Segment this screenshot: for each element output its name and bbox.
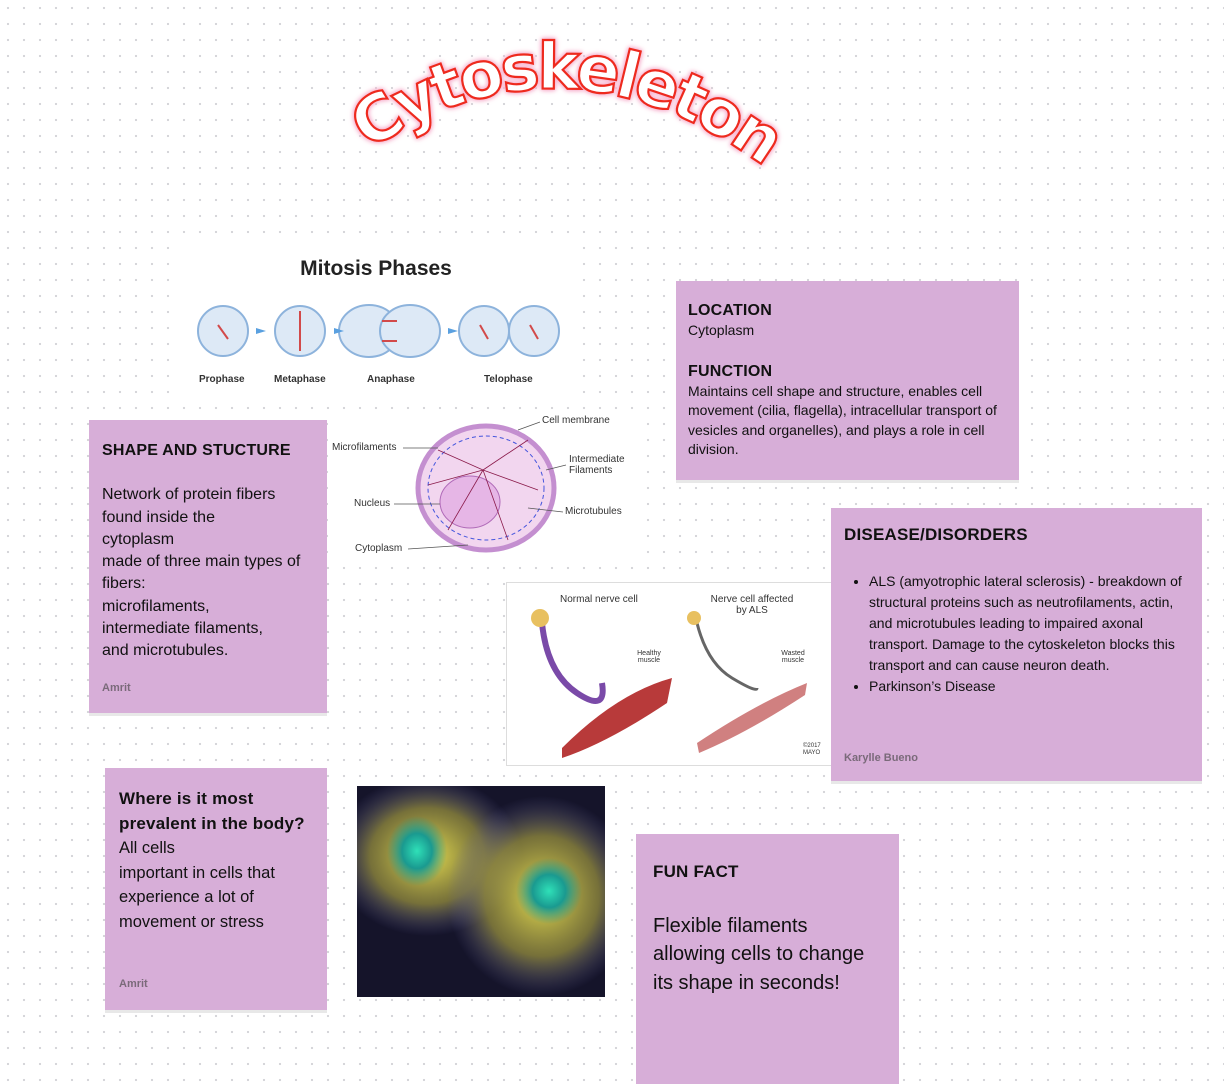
credit: ©2017 MAYO: [803, 743, 821, 756]
label-wasted-muscle: Wasted muscle: [781, 650, 805, 664]
phase-label: Metaphase: [274, 374, 326, 385]
prevalent-text: important in cells that experience a lot…: [119, 863, 275, 931]
fun-fact-card: FUN FACT Flexible filaments allowing cel…: [636, 834, 899, 1084]
function-text: Maintains cell shape and structure, enab…: [688, 382, 997, 458]
label-normal-nerve: Normal nerve cell: [560, 594, 638, 605]
author: Karylle Bueno: [844, 752, 918, 764]
phase-label: Prophase: [199, 374, 245, 385]
label-intermediate-filaments: Intermediate Filaments: [569, 454, 625, 476]
fun-fact-heading: FUN FACT: [653, 862, 739, 881]
shape-text: and microtubules.: [102, 642, 229, 660]
disease-item: Parkinson’s Disease: [869, 676, 1189, 697]
label-microtubules: Microtubules: [565, 506, 622, 517]
label-microfilaments: Microfilaments: [332, 442, 397, 453]
mitosis-phases-image: Mitosis Phases Prophase Metaphase Anapha…: [172, 240, 580, 406]
label-cytoplasm: Cytoplasm: [355, 543, 403, 554]
disease-heading: DISEASE/DISORDERS: [844, 525, 1028, 544]
label-affected-nerve: Nerve cell affected by ALS: [710, 594, 794, 616]
page-title: Cytoskeleton: [337, 30, 799, 179]
phase-label: Telophase: [484, 374, 533, 385]
mitosis-title: Mitosis Phases: [300, 257, 452, 280]
shape-structure-card: SHAPE AND STUCTURE Network of protein fi…: [89, 420, 327, 713]
shape-text: cytoplasm: [102, 530, 175, 548]
prevalent-card: Where is it most prevalent in the body? …: [105, 768, 327, 1010]
disease-item: ALS (amyotrophic lateral sclerosis) - br…: [869, 571, 1189, 676]
cell-diagram-image: Cell membrane Microfilaments Intermediat…: [328, 410, 640, 562]
fluorescence-illustration: [357, 786, 605, 996]
shape-text: Network of protein fibers found inside t…: [102, 486, 276, 526]
cell-illustration: [394, 421, 567, 553]
als-illustration: [531, 609, 807, 758]
shape-text: made of three main types of fibers:: [102, 553, 301, 593]
label-nucleus: Nucleus: [354, 498, 391, 509]
cytoskeleton-fluorescence-image: [357, 786, 605, 997]
als-nerve-image: Normal nerve cell Nerve cell affected by…: [506, 582, 832, 766]
label-cell-membrane: Cell membrane: [542, 415, 610, 426]
function-heading: FUNCTION: [688, 363, 773, 380]
svg-text:Cytoskeleton: Cytoskeleton: [338, 30, 794, 177]
shape-text: intermediate filaments,: [102, 620, 263, 638]
author: Amrit: [119, 977, 148, 990]
shape-heading: SHAPE AND STUCTURE: [102, 442, 291, 459]
phase-label: Anaphase: [367, 374, 415, 385]
shape-text: microfilaments,: [102, 597, 210, 615]
fun-fact-text: Flexible filaments allowing cells to cha…: [653, 914, 865, 994]
location-function-card: LOCATION Cytoplasm FUNCTION Maintains ce…: [676, 281, 1019, 480]
author: Amrit: [102, 681, 131, 694]
prevalent-heading: Where is it most prevalent in the body?: [119, 789, 305, 833]
title-text: Cytoskeleton: [337, 30, 799, 179]
location-heading: LOCATION: [688, 302, 772, 319]
location-text: Cytoplasm: [688, 321, 755, 338]
label-healthy-muscle: Healthy muscle: [637, 650, 661, 664]
mitosis-cells: [197, 304, 560, 358]
prevalent-text: All cells: [119, 839, 175, 857]
disease-card: DISEASE/DISORDERS ALS (amyotrophic later…: [831, 508, 1202, 781]
